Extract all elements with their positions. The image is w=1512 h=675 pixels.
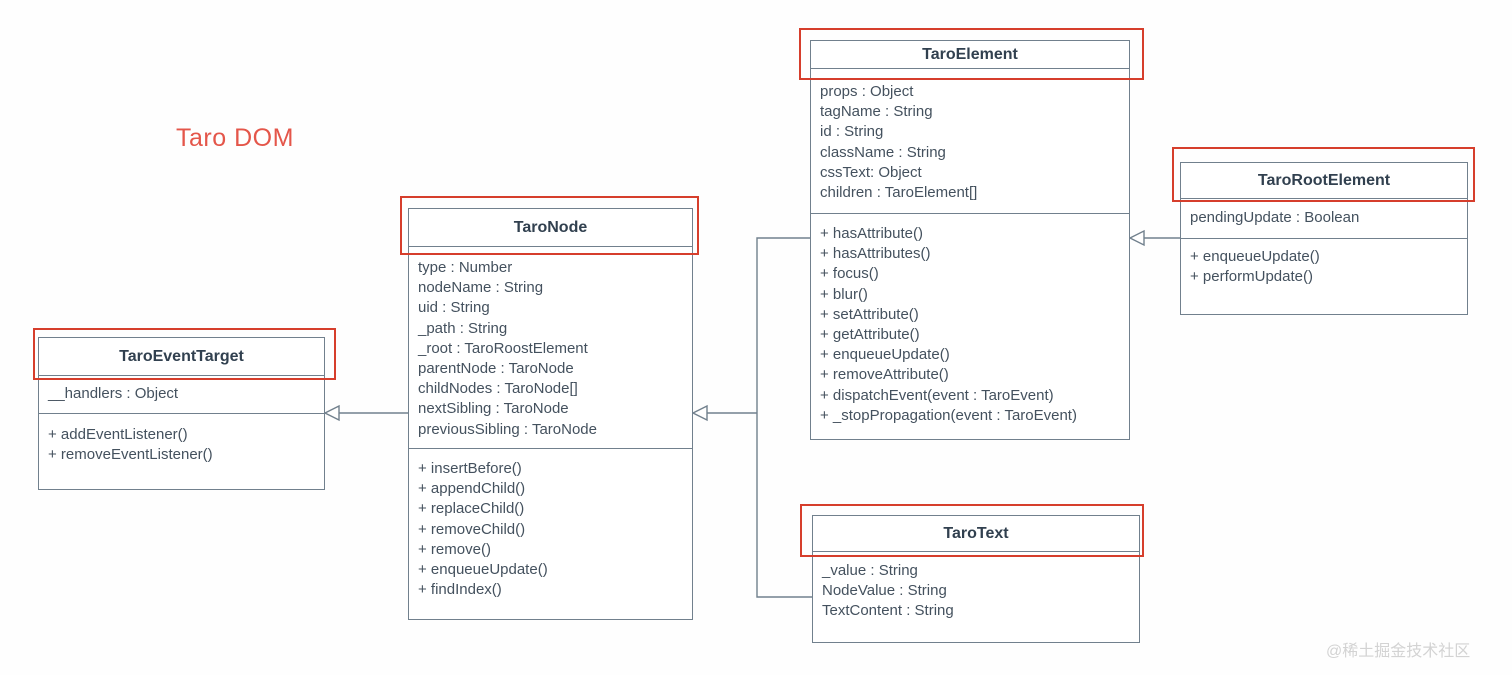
member-line: nodeName : String xyxy=(418,279,544,297)
class-title-taronode: TaroNode xyxy=(409,209,692,247)
highlight-box-taronode xyxy=(400,196,699,255)
class-title-tarotext: TaroText xyxy=(813,516,1139,552)
member-line: props : Object xyxy=(820,83,914,100)
class-methods-taronode: + insertBefore() + appendChild() + replace… xyxy=(409,449,692,600)
member-line: uid : String xyxy=(418,299,490,317)
member-line: + findIndex() xyxy=(418,581,502,599)
class-methods-taroeventtarget: + addEventListener() + removeEventListene… xyxy=(39,414,324,465)
class-title-taroelement: TaroElement xyxy=(811,41,1129,69)
member-line: + hasAttributes() xyxy=(820,245,931,263)
class-box-tarorootelement: TaroRootElement pendingUpdate : Boolean … xyxy=(1180,162,1468,315)
member-line: childNodes : TaroNode[] xyxy=(418,380,578,398)
member-line: + replaceChild() xyxy=(418,500,525,518)
class-attributes-taronode: type : Number nodeName : String uid : Stri… xyxy=(409,247,692,449)
member-line: + remove() xyxy=(418,540,491,558)
member-line: parentNode : TaroNode xyxy=(418,360,574,378)
member-line: + enqueueUpdate() xyxy=(1190,248,1320,265)
class-attributes-tarorootelement: pendingUpdate : Boolean xyxy=(1181,199,1467,239)
highlight-box-taroeventtarget xyxy=(33,328,336,380)
member-line: + _stopPropagation(event : TaroEvent) xyxy=(820,406,1077,424)
member-line: + removeAttribute() xyxy=(820,366,949,384)
member-line: + insertBefore() xyxy=(418,460,522,477)
member-line: id : String xyxy=(820,123,884,141)
member-line: _value : String xyxy=(822,562,918,579)
member-line: + enqueueUpdate() xyxy=(820,346,950,364)
class-box-taroelement: TaroElement props : Object tagName : Stri… xyxy=(810,40,1130,440)
class-box-taronode: TaroNode type : Number nodeName : String u… xyxy=(408,208,693,620)
class-title-tarorootelement: TaroRootElement xyxy=(1181,163,1467,199)
connector-taronode-to-taroeventtarget xyxy=(323,404,408,422)
member-line: previousSibling : TaroNode xyxy=(418,420,597,438)
inheritance-arrow-icon xyxy=(323,404,340,422)
member-line: _root : TaroRoostElement xyxy=(418,339,588,357)
member-line: NodeValue : String xyxy=(822,582,947,600)
class-attributes-taroeventtarget: __handlers : Object xyxy=(39,376,324,414)
member-line: + setAttribute() xyxy=(820,305,919,323)
member-line: children : TaroElement[] xyxy=(820,184,978,202)
member-line: + removeEventListener() xyxy=(48,446,213,464)
connector-taroelement-tarotext-to-taronode xyxy=(691,237,812,598)
inheritance-arrow-icon xyxy=(691,404,708,422)
member-line: __handlers : Object xyxy=(48,385,179,402)
member-line: + appendChild() xyxy=(418,480,526,498)
highlight-box-taroelement xyxy=(799,28,1144,80)
member-line: _path : String xyxy=(418,319,508,337)
class-box-taroeventtarget: TaroEventTarget __handlers : Object + ad… xyxy=(38,337,325,490)
member-line: + addEventListener() xyxy=(48,426,188,443)
connector-tarorootelement-to-taroelement xyxy=(1128,229,1180,247)
member-line: + enqueueUpdate() xyxy=(418,561,548,579)
class-methods-taroelement: + hasAttribute() + hasAttributes() + focus… xyxy=(811,214,1129,426)
member-line: pendingUpdate : Boolean xyxy=(1190,209,1360,226)
class-attributes-taroelement: props : Object tagName : String id : Strin… xyxy=(811,69,1129,214)
member-line: + focus() xyxy=(820,265,879,283)
class-title-taroeventtarget: TaroEventTarget xyxy=(39,338,324,376)
member-line: + dispatchEvent(event : TaroEvent) xyxy=(820,386,1054,404)
highlight-box-tarotext xyxy=(800,504,1144,557)
member-line: TextContent : String xyxy=(822,602,954,620)
watermark: @稀土掘金技术社区 xyxy=(1326,643,1471,660)
member-line: + removeChild() xyxy=(418,520,526,538)
highlight-box-tarorootelement xyxy=(1172,147,1475,202)
member-line: + getAttribute() xyxy=(820,326,920,344)
member-line: type : Number xyxy=(418,259,513,276)
inheritance-arrow-icon xyxy=(1128,229,1145,247)
member-line: cssText: Object xyxy=(820,163,922,181)
member-line: tagName : String xyxy=(820,103,933,121)
class-methods-tarotext xyxy=(813,643,1139,654)
member-line: + blur() xyxy=(820,285,868,303)
member-line: + performUpdate() xyxy=(1190,268,1313,286)
member-line: + hasAttribute() xyxy=(820,225,923,242)
class-methods-tarorootelement: + enqueueUpdate() + performUpdate() xyxy=(1181,239,1467,287)
diagram-title: Taro DOM xyxy=(176,124,294,152)
member-line: nextSibling : TaroNode xyxy=(418,400,569,418)
member-line: className : String xyxy=(820,143,946,161)
